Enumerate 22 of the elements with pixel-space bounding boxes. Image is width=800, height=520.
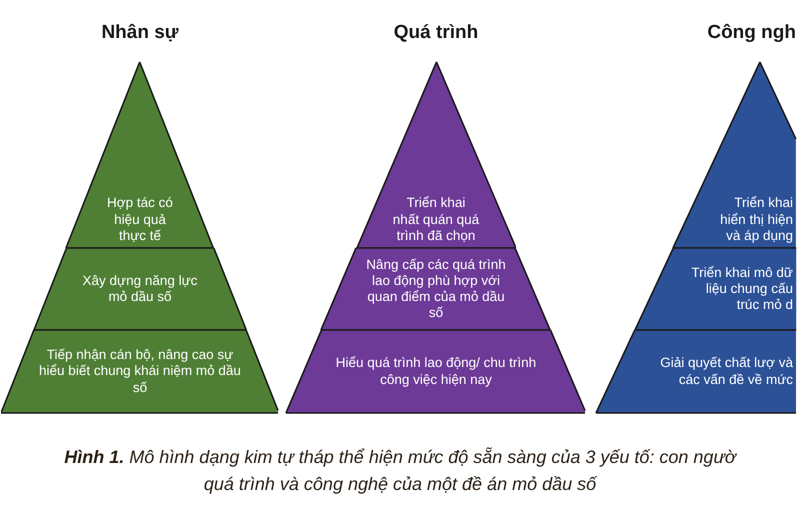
level-text: Nâng cấp các quá trình lao động phù hợp với quan điểm của mỏ dầu số xyxy=(365,256,507,322)
pyramid-title: Quá trình xyxy=(394,22,478,44)
level-text: Triển khai mô dữ liệu chung cấu trúc mỏ d xyxy=(690,264,793,314)
level-text: Tiếp nhận cán bộ, nâng cao sự hiểu biết chung khái niệm mỏ dầu số xyxy=(38,347,242,396)
pyramid-level xyxy=(32,247,248,331)
level-text: Triển khai nhất quán quá trình đã chọn xyxy=(392,195,480,244)
level-text: Xây dựng năng lực mỏ dầu số xyxy=(82,272,198,306)
pyramid-level xyxy=(672,61,797,249)
pyramid-level xyxy=(320,247,552,331)
level-text: Triển khai hiển thị hiện và áp dụng xyxy=(719,195,793,244)
pyramid-level xyxy=(1,329,279,414)
pyramid-level xyxy=(65,61,215,249)
pyramid-level xyxy=(595,329,797,414)
figure-caption: Hình 1. Mô hình dạng kim tự tháp thể hiện mức độ sẵn sàng của 3 yếu tố: con ngườ quá trình và công nghệ của một đề án mỏ dầu số xyxy=(63,446,738,496)
pyramid-title: Nhân sự xyxy=(101,22,179,44)
pyramid-level xyxy=(356,61,516,249)
pyramid-level xyxy=(285,329,586,414)
level-text: Hiểu quá trình lao động/ chu trình công việc hiện nay xyxy=(334,355,538,388)
pyramid-level xyxy=(634,247,797,331)
level-text: Hợp tác có hiệu quả thực tế xyxy=(106,195,174,244)
level-text: Giải quyết chất lượ và các vấn đề về mức xyxy=(659,355,793,388)
pyramid-title: Công ngh xyxy=(707,22,796,44)
